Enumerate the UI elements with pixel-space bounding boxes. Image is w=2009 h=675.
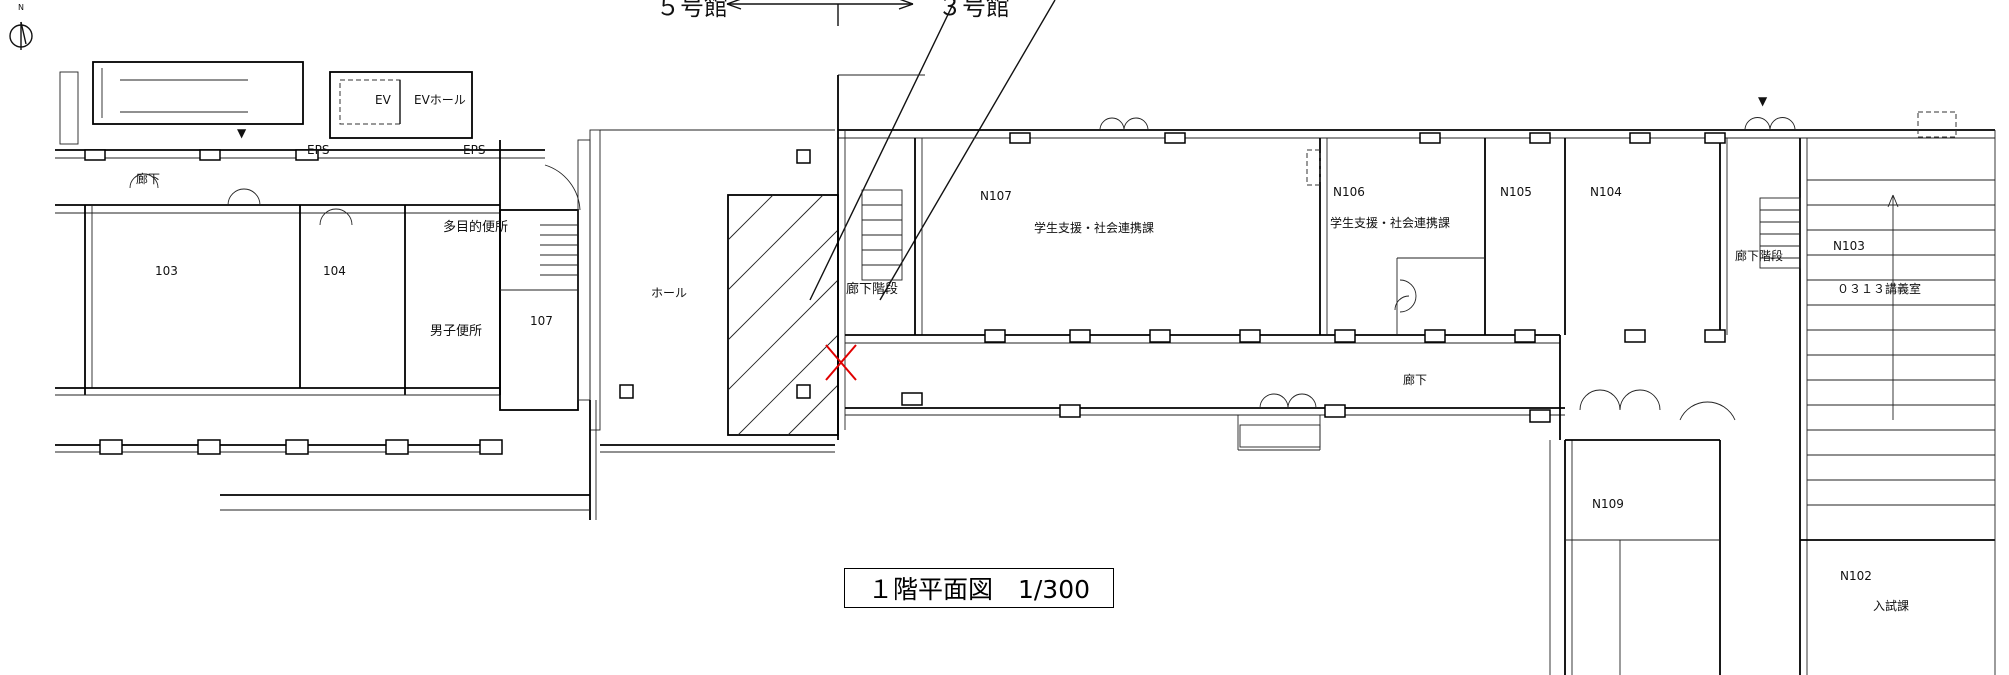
room-label-eps-b: EPS [463, 143, 486, 157]
room-label-n107-name: 学生支援・社会連携課 [1034, 221, 1155, 235]
room-label-n106-name: 学生支援・社会連携課 [1330, 216, 1451, 230]
entrance-arrow-icon-east: ▼ [1758, 94, 1768, 108]
room-label-n102-name: 入試課 [1873, 599, 1910, 613]
room-label-n104: N104 [1590, 185, 1622, 199]
plan-title: １階平面図 1/300 [844, 568, 1114, 608]
room-label-n106-number: N106 [1333, 185, 1365, 199]
room-label-n102-number: N102 [1840, 569, 1872, 583]
north-arrow-icon [9, 21, 33, 50]
room-label-ev: EV [375, 93, 391, 107]
room-label-n103-number: N103 [1833, 239, 1865, 253]
room-label-corridor-west: 廊下 [136, 172, 161, 186]
room-label-n107-number: N107 [980, 189, 1012, 203]
entrance-arrow-icon: ▼ [237, 126, 247, 140]
room-label-mens-toilet: 男子便所 [430, 324, 483, 339]
room-label-corridor-east: 廊下 [1403, 373, 1428, 387]
room-label-stairs-a: 廊下階段 [846, 282, 899, 297]
room-label-hall: ホール [651, 286, 688, 300]
room-label-ev-hall: EVホール [414, 93, 466, 107]
room-label-104-west: 104 [323, 264, 346, 278]
room-label-n103-name: ０３１３講義室 [1837, 282, 1922, 296]
north-label: N [18, 3, 24, 12]
closed-cross-icon [825, 344, 857, 381]
building-direction-arrows [726, 0, 914, 26]
room-label-stairs-b: 廊下階段 [1735, 249, 1784, 263]
room-label-eps-a: EPS [307, 143, 330, 157]
hall-connector [600, 0, 1056, 453]
room-label-103: 103 [155, 264, 178, 278]
building-3-outline [837, 74, 1996, 675]
room-label-multipurpose-toilet: 多目的便所 [443, 220, 509, 235]
room-label-n105: N105 [1500, 185, 1532, 199]
building-5-label: ５号館 [656, 0, 728, 21]
room-label-n109: N109 [1592, 497, 1624, 511]
room-label-107-west: 107 [530, 314, 553, 328]
building-3-label: ３号館 [938, 0, 1010, 21]
building-5-outline [55, 61, 601, 520]
